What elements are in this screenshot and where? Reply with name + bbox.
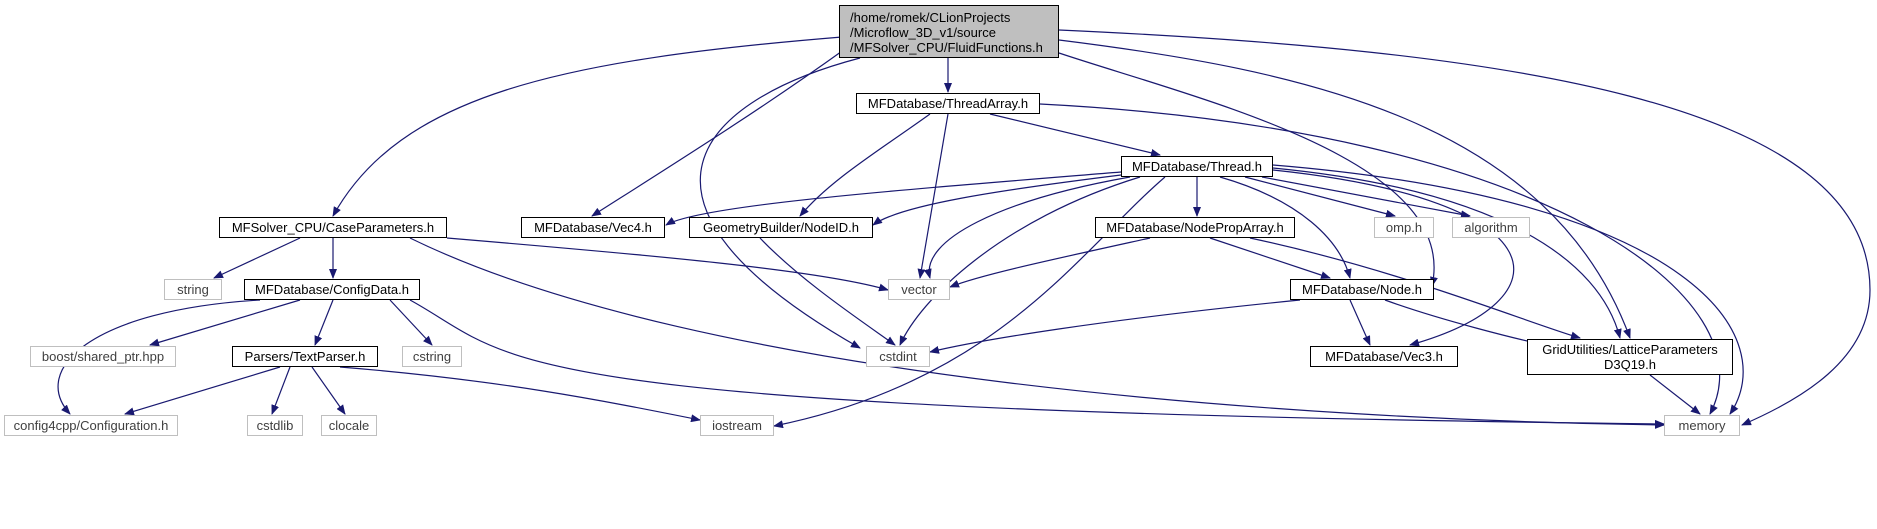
node-textparser-label: Parsers/TextParser.h xyxy=(244,349,366,364)
node-configdata-label: MFDatabase/ConfigData.h xyxy=(255,282,409,297)
dependency-edges xyxy=(57,29,1871,429)
edge-configdata-to-boost xyxy=(149,299,301,347)
edge-thread-to-iostream xyxy=(773,176,1166,429)
node-threadarray-label: MFDatabase/ThreadArray.h xyxy=(867,96,1029,111)
edge-threadarray-to-thread xyxy=(989,113,1161,157)
node-vec3-label: MFDatabase/Vec3.h xyxy=(1325,349,1443,364)
node-vector[interactable]: vector xyxy=(888,279,950,300)
edge-node-to-vec3 xyxy=(1349,299,1371,346)
node-thread-label: MFDatabase/Thread.h xyxy=(1131,159,1263,174)
node-boost-shared-ptr[interactable]: boost/shared_ptr.hpp xyxy=(30,346,176,367)
node-memory-label: memory xyxy=(1678,418,1726,433)
edge-thread-to-vec4 xyxy=(665,171,1122,226)
node-config4cpp-label: config4cpp/Configuration.h xyxy=(13,418,169,433)
edge-thread-to-algorithm xyxy=(1261,176,1471,219)
node-omp[interactable]: omp.h xyxy=(1374,217,1434,238)
node-iostream[interactable]: iostream xyxy=(700,415,774,436)
node-cstdlib-label: cstdlib xyxy=(256,418,294,433)
edge-threadarray-to-vector xyxy=(917,113,949,279)
node-memory[interactable]: memory xyxy=(1664,415,1740,436)
node-latticeparameters[interactable]: GridUtilities/LatticeParameters D3Q19.h xyxy=(1527,339,1733,375)
edge-thread-to-omp xyxy=(1244,176,1396,218)
edge-configdata-to-cstring xyxy=(389,299,433,346)
node-omp-label: omp.h xyxy=(1385,220,1423,235)
root-label-line-1: /home/romek/CLionProjects xyxy=(850,10,1011,25)
edge-nodeproparray-to-vector xyxy=(949,237,1151,288)
edge-textparser-to-iostream xyxy=(339,366,701,423)
node-root-fluidfunctions[interactable]: /home/romek/CLionProjects /Microflow_3D_… xyxy=(839,5,1059,58)
edge-nodeid-to-cstdint xyxy=(759,237,896,346)
edge-textparser-to-config4cpp xyxy=(124,366,281,416)
root-label-line-3: /MFSolver_CPU/FluidFunctions.h xyxy=(850,40,1043,55)
edge-configdata-to-memory xyxy=(409,299,1665,428)
node-vec4[interactable]: MFDatabase/Vec4.h xyxy=(521,217,665,238)
node-lattice-label-line-1: GridUtilities/LatticeParameters xyxy=(1542,342,1718,357)
edge-nodeproparray-to-lattice xyxy=(1249,237,1581,340)
node-vec4-label: MFDatabase/Vec4.h xyxy=(534,220,652,235)
edge-textparser-to-cstdlib xyxy=(271,366,291,415)
node-caseparameters[interactable]: MFSolver_CPU/CaseParameters.h xyxy=(219,217,447,238)
node-nodeid-label: GeometryBuilder/NodeID.h xyxy=(702,220,860,235)
edge-root-to-vec4 xyxy=(591,48,846,217)
node-cstring[interactable]: cstring xyxy=(402,346,462,367)
edge-thread-to-node xyxy=(1219,176,1352,279)
edge-textparser-to-clocale xyxy=(311,366,346,415)
node-vec3[interactable]: MFDatabase/Vec3.h xyxy=(1310,346,1458,367)
node-nodeproparray[interactable]: MFDatabase/NodePropArray.h xyxy=(1095,217,1295,238)
edge-caseparameters-to-string xyxy=(213,237,301,279)
node-configdata[interactable]: MFDatabase/ConfigData.h xyxy=(244,279,420,300)
node-vector-label: vector xyxy=(901,282,937,297)
node-threadarray[interactable]: MFDatabase/ThreadArray.h xyxy=(856,93,1040,114)
edge-thread-to-vector xyxy=(923,176,1131,279)
edge-root-to-memory xyxy=(1058,29,1871,426)
node-iostream-label: iostream xyxy=(712,418,762,433)
node-node-label: MFDatabase/Node.h xyxy=(1302,282,1422,297)
node-boost-label: boost/shared_ptr.hpp xyxy=(41,349,165,364)
node-node[interactable]: MFDatabase/Node.h xyxy=(1290,279,1434,300)
edge-caseparameters-to-vector xyxy=(446,237,889,292)
node-cstdlib[interactable]: cstdlib xyxy=(247,415,303,436)
node-string[interactable]: string xyxy=(164,279,222,300)
edge-thread-to-memory xyxy=(1272,164,1744,415)
edge-lattice-to-memory xyxy=(1649,374,1701,415)
node-nodeid[interactable]: GeometryBuilder/NodeID.h xyxy=(689,217,873,238)
node-algorithm-label: algorithm xyxy=(1464,220,1518,235)
edge-threadarray-to-nodeid xyxy=(799,113,931,217)
node-lattice-label-line-2: D3Q19.h xyxy=(1603,357,1657,372)
node-algorithm[interactable]: algorithm xyxy=(1452,217,1530,238)
edge-configdata-to-textparser xyxy=(314,299,334,346)
node-cstring-label: cstring xyxy=(412,349,452,364)
node-cstdint[interactable]: cstdint xyxy=(866,346,930,367)
node-string-label: string xyxy=(177,282,209,297)
edge-root-to-lattice xyxy=(1058,39,1631,339)
node-clocale[interactable]: clocale xyxy=(321,415,377,436)
node-config4cpp[interactable]: config4cpp/Configuration.h xyxy=(4,415,178,436)
root-label-line-2: /Microflow_3D_v1/source xyxy=(850,25,996,40)
node-textparser[interactable]: Parsers/TextParser.h xyxy=(232,346,378,367)
node-caseparameters-label: MFSolver_CPU/CaseParameters.h xyxy=(231,220,435,235)
edge-root-to-caseparameters xyxy=(332,36,843,217)
edge-root-to-cstdint xyxy=(699,57,861,349)
edge-thread-to-cstdint xyxy=(899,176,1141,346)
edge-thread-to-lattice xyxy=(1272,167,1622,339)
node-cstdint-label: cstdint xyxy=(879,349,917,364)
node-clocale-label: clocale xyxy=(328,418,370,433)
edge-node-to-cstdint xyxy=(929,299,1301,354)
edge-thread-to-vec3 xyxy=(1272,169,1515,347)
edge-configdata-to-config4cpp xyxy=(57,299,261,415)
node-thread[interactable]: MFDatabase/Thread.h xyxy=(1121,156,1273,177)
node-nodeproparray-label: MFDatabase/NodePropArray.h xyxy=(1106,220,1284,235)
edge-thread-to-nodeid xyxy=(872,174,1122,226)
edge-caseparameters-to-memory xyxy=(409,237,1665,429)
edge-nodeproparray-to-node xyxy=(1209,237,1331,279)
